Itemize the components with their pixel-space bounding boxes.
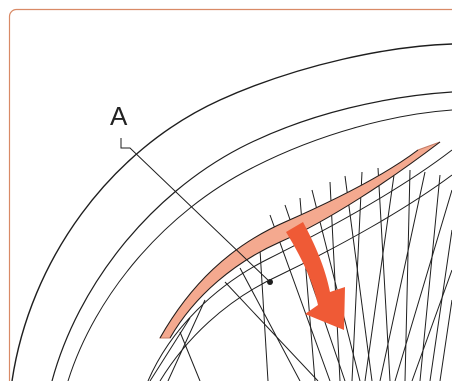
rim-outer-edge (51, 91, 452, 381)
callout-label-a: A (110, 101, 128, 131)
figure-frame (8, 8, 452, 381)
rim-middle-line (67, 109, 452, 381)
curved-down-arrow-icon (286, 222, 345, 330)
callout-anchor-dot (267, 279, 273, 285)
rim-strip-upper-edge (159, 149, 419, 339)
rim-inner-edge (147, 149, 452, 381)
rim-bottom-edge (159, 174, 452, 381)
rim-strip-lower-edge (169, 141, 441, 339)
callout-leader-line (120, 138, 271, 283)
wheel-spokes (149, 167, 452, 381)
tire-outer-edge (11, 43, 452, 381)
